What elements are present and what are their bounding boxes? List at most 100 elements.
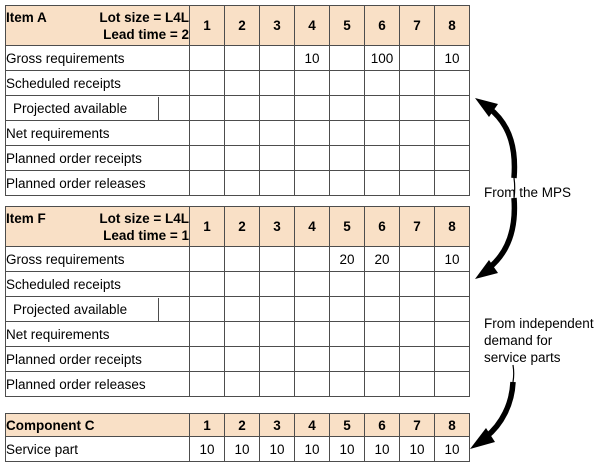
cell-scheduled-receipts-p1[interactable] — [189, 70, 225, 96]
cell-net-requirements-p2[interactable] — [224, 321, 260, 347]
cell-net-requirements-p8[interactable] — [434, 321, 470, 347]
cell-net-requirements-p5[interactable] — [329, 321, 365, 347]
cell-scheduled-receipts-p6[interactable] — [364, 271, 400, 297]
cell-planned-order-releases-p7[interactable] — [399, 371, 435, 397]
cell-projected-available-p3[interactable] — [259, 296, 295, 322]
cell-gross-requirements-p8[interactable]: 10 — [434, 45, 470, 71]
cell-scheduled-receipts-p6[interactable] — [364, 70, 400, 96]
cell-planned-order-receipts-p5[interactable] — [329, 346, 365, 372]
cell-net-requirements-p5[interactable] — [329, 120, 365, 146]
cell-service-part-p7[interactable]: 10 — [399, 436, 435, 462]
cell-planned-order-receipts-p1[interactable] — [189, 346, 225, 372]
cell-service-part-p3[interactable]: 10 — [259, 436, 295, 462]
cell-planned-order-receipts-p7[interactable] — [399, 346, 435, 372]
cell-planned-order-releases-p7[interactable] — [399, 170, 435, 196]
cell-planned-order-receipts-p3[interactable] — [259, 346, 295, 372]
cell-planned-order-receipts-p4[interactable] — [294, 145, 330, 171]
cell-planned-order-receipts-p2[interactable] — [224, 145, 260, 171]
cell-net-requirements-p6[interactable] — [364, 321, 400, 347]
cell-projected-available-p4[interactable] — [294, 296, 330, 322]
cell-planned-order-releases-p5[interactable] — [329, 371, 365, 397]
cell-gross-requirements-p4[interactable]: 10 — [294, 45, 330, 71]
cell-projected-available-p2[interactable] — [224, 95, 260, 121]
cell-planned-order-receipts-p3[interactable] — [259, 145, 295, 171]
cell-planned-order-releases-p8[interactable] — [434, 170, 470, 196]
cell-gross-requirements-p5[interactable]: 20 — [329, 246, 365, 272]
cell-scheduled-receipts-p1[interactable] — [189, 271, 225, 297]
cell-gross-requirements-p8[interactable]: 10 — [434, 246, 470, 272]
cell-gross-requirements-p7[interactable] — [399, 246, 435, 272]
cell-service-part-p6[interactable]: 10 — [364, 436, 400, 462]
cell-planned-order-receipts-p7[interactable] — [399, 145, 435, 171]
cell-planned-order-receipts-p6[interactable] — [364, 346, 400, 372]
cell-projected-available-p6[interactable] — [364, 95, 400, 121]
cell-net-requirements-p7[interactable] — [399, 120, 435, 146]
cell-projected-available-p3[interactable] — [259, 95, 295, 121]
cell-planned-order-releases-p4[interactable] — [294, 170, 330, 196]
cell-planned-order-releases-p2[interactable] — [224, 371, 260, 397]
cell-gross-requirements-p6[interactable]: 20 — [364, 246, 400, 272]
cell-projected-available-p2[interactable] — [224, 296, 260, 322]
cell-net-requirements-p7[interactable] — [399, 321, 435, 347]
cell-gross-requirements-p1[interactable] — [189, 45, 225, 71]
cell-planned-order-receipts-p8[interactable] — [434, 145, 470, 171]
cell-net-requirements-p1[interactable] — [189, 120, 225, 146]
projected-available-onhand-cell[interactable] — [158, 297, 189, 321]
cell-planned-order-receipts-p5[interactable] — [329, 145, 365, 171]
cell-projected-available-p8[interactable] — [434, 95, 470, 121]
projected-available-onhand-cell[interactable] — [158, 96, 189, 120]
cell-scheduled-receipts-p5[interactable] — [329, 271, 365, 297]
cell-net-requirements-p1[interactable] — [189, 321, 225, 347]
cell-service-part-p5[interactable]: 10 — [329, 436, 365, 462]
cell-scheduled-receipts-p7[interactable] — [399, 271, 435, 297]
cell-gross-requirements-p2[interactable] — [224, 45, 260, 71]
cell-planned-order-releases-p3[interactable] — [259, 170, 295, 196]
cell-projected-available-p4[interactable] — [294, 95, 330, 121]
cell-projected-available-p1[interactable] — [189, 95, 225, 121]
cell-projected-available-p5[interactable] — [329, 95, 365, 121]
cell-scheduled-receipts-p2[interactable] — [224, 271, 260, 297]
cell-projected-available-p8[interactable] — [434, 296, 470, 322]
cell-service-part-p1[interactable]: 10 — [189, 436, 225, 462]
cell-planned-order-releases-p4[interactable] — [294, 371, 330, 397]
cell-planned-order-releases-p6[interactable] — [364, 371, 400, 397]
cell-gross-requirements-p3[interactable] — [259, 45, 295, 71]
cell-projected-available-p6[interactable] — [364, 296, 400, 322]
cell-planned-order-releases-p2[interactable] — [224, 170, 260, 196]
cell-scheduled-receipts-p8[interactable] — [434, 271, 470, 297]
cell-scheduled-receipts-p4[interactable] — [294, 271, 330, 297]
cell-net-requirements-p4[interactable] — [294, 321, 330, 347]
cell-projected-available-p7[interactable] — [399, 95, 435, 121]
cell-gross-requirements-p7[interactable] — [399, 45, 435, 71]
cell-gross-requirements-p1[interactable] — [189, 246, 225, 272]
cell-planned-order-receipts-p8[interactable] — [434, 346, 470, 372]
cell-planned-order-releases-p1[interactable] — [189, 170, 225, 196]
cell-scheduled-receipts-p4[interactable] — [294, 70, 330, 96]
cell-planned-order-releases-p8[interactable] — [434, 371, 470, 397]
cell-net-requirements-p3[interactable] — [259, 321, 295, 347]
cell-planned-order-receipts-p4[interactable] — [294, 346, 330, 372]
cell-net-requirements-p2[interactable] — [224, 120, 260, 146]
cell-planned-order-releases-p6[interactable] — [364, 170, 400, 196]
cell-service-part-p2[interactable]: 10 — [224, 436, 260, 462]
cell-planned-order-releases-p1[interactable] — [189, 371, 225, 397]
cell-scheduled-receipts-p3[interactable] — [259, 271, 295, 297]
cell-net-requirements-p6[interactable] — [364, 120, 400, 146]
cell-gross-requirements-p5[interactable] — [329, 45, 365, 71]
cell-projected-available-p1[interactable] — [189, 296, 225, 322]
cell-scheduled-receipts-p7[interactable] — [399, 70, 435, 96]
cell-service-part-p4[interactable]: 10 — [294, 436, 330, 462]
cell-planned-order-releases-p5[interactable] — [329, 170, 365, 196]
cell-net-requirements-p8[interactable] — [434, 120, 470, 146]
cell-net-requirements-p4[interactable] — [294, 120, 330, 146]
cell-gross-requirements-p3[interactable] — [259, 246, 295, 272]
cell-gross-requirements-p4[interactable] — [294, 246, 330, 272]
cell-planned-order-receipts-p1[interactable] — [189, 145, 225, 171]
cell-net-requirements-p3[interactable] — [259, 120, 295, 146]
cell-projected-available-p7[interactable] — [399, 296, 435, 322]
cell-projected-available-p5[interactable] — [329, 296, 365, 322]
cell-planned-order-receipts-p6[interactable] — [364, 145, 400, 171]
cell-service-part-p8[interactable]: 10 — [434, 436, 470, 462]
cell-gross-requirements-p2[interactable] — [224, 246, 260, 272]
cell-scheduled-receipts-p5[interactable] — [329, 70, 365, 96]
